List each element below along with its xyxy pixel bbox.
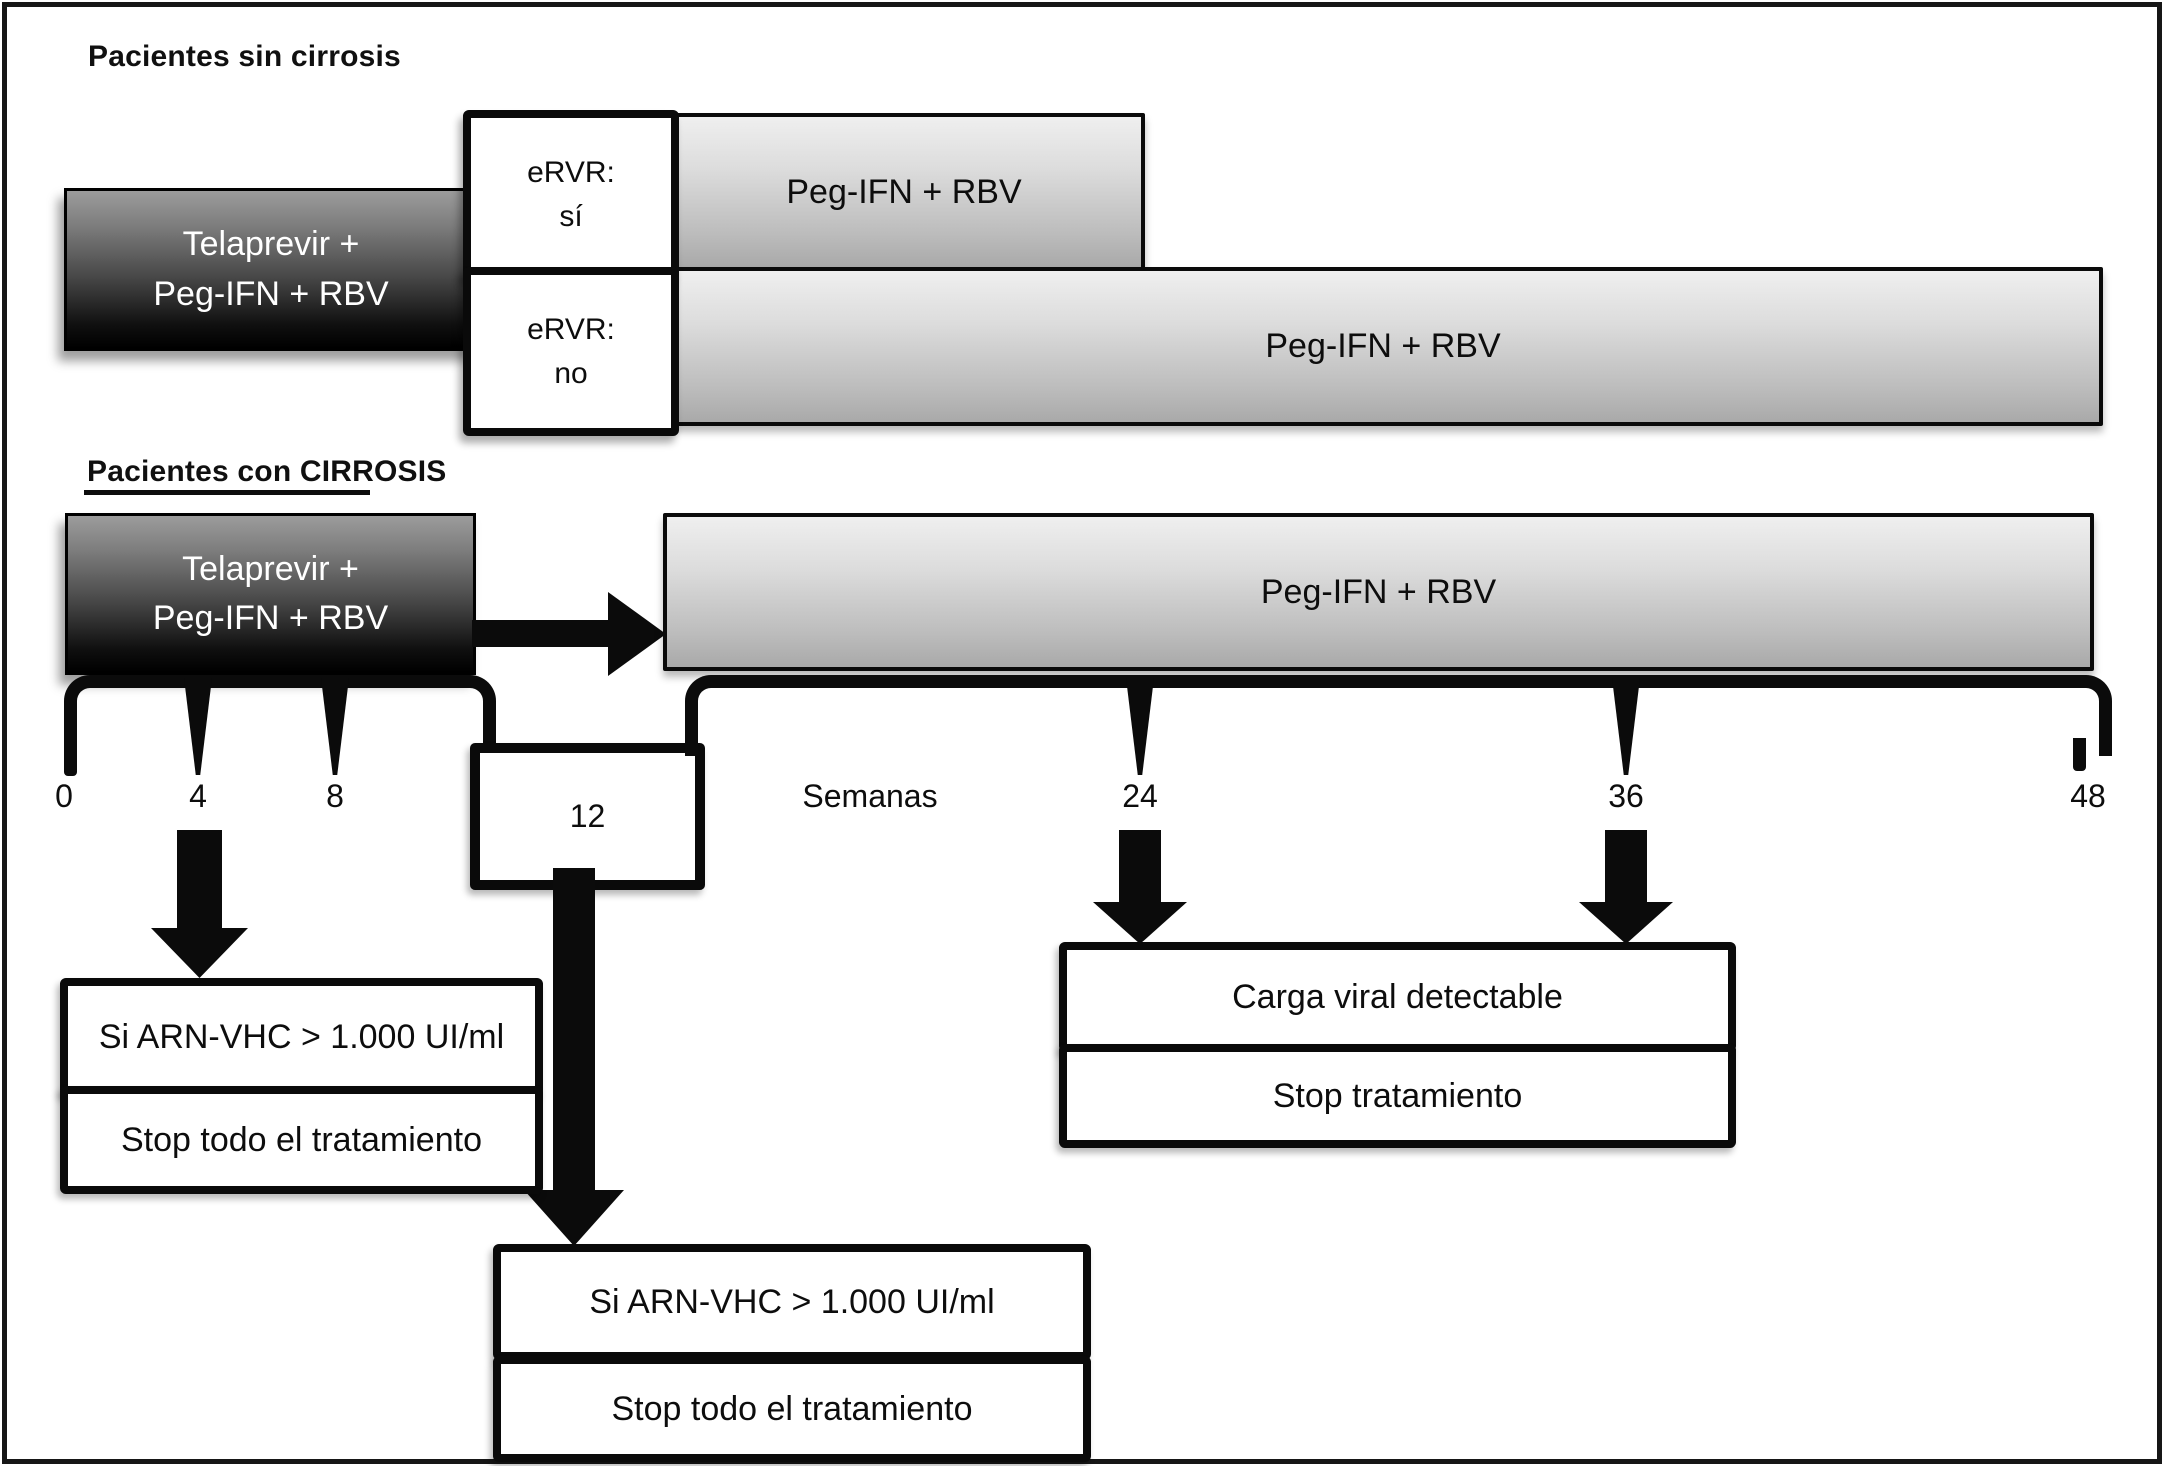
week24-36-condition-box: Carga viral detectable bbox=[1059, 942, 1736, 1052]
peg-ifn-bar-ervr-no: Peg-IFN + RBV bbox=[663, 267, 2103, 426]
week36-arrow-shaft bbox=[1605, 830, 1647, 904]
tick-label-36: 36 bbox=[1608, 778, 1644, 814]
section-title-cirrhosis-underline bbox=[84, 490, 370, 495]
week24-36-action-box: Stop tratamiento bbox=[1059, 1044, 1736, 1148]
peg-ifn-bar-ervr-yes-label: Peg-IFN + RBV bbox=[786, 172, 1022, 211]
tick-label-4: 4 bbox=[189, 778, 207, 814]
tick-label-8: 8 bbox=[326, 778, 344, 814]
ervr-yes-line2: sí bbox=[559, 199, 583, 233]
tick-label-48: 48 bbox=[2070, 778, 2106, 814]
timeline-brace-right bbox=[685, 675, 2112, 756]
timeline-tick-0-drop bbox=[64, 740, 77, 776]
tick-label-0: 0 bbox=[55, 778, 73, 814]
week24-36-condition-text: Carga viral detectable bbox=[1232, 977, 1563, 1016]
week4-action-box: Stop todo el tratamiento bbox=[60, 1086, 543, 1194]
telaprevir-box-line1: Telaprevir + bbox=[182, 225, 360, 264]
week12-condition-box: Si ARN-VHC > 1.000 UI/ml bbox=[493, 1244, 1091, 1360]
week12-action-box: Stop todo el tratamiento bbox=[493, 1356, 1091, 1462]
telaprevir-box-cirrhosis: Telaprevir + Peg-IFN + RBV bbox=[65, 513, 476, 675]
ervr-yes-box: eRVR: sí bbox=[463, 110, 679, 279]
telaprevir-box-line2: Peg-IFN + RBV bbox=[153, 274, 389, 313]
section-title-cirrhosis: Pacientes con CIRROSIS bbox=[87, 455, 447, 488]
week24-arrow-shaft bbox=[1119, 830, 1161, 904]
ervr-yes-line1: eRVR: bbox=[527, 156, 615, 189]
week4-arrow-shaft bbox=[177, 830, 222, 930]
week4-condition-text: Si ARN-VHC > 1.000 UI/ml bbox=[98, 1017, 505, 1056]
week-12-label: 12 bbox=[569, 798, 606, 834]
ervr-no-line2: no bbox=[554, 356, 588, 390]
peg-ifn-bar-cirrhosis: Peg-IFN + RBV bbox=[663, 513, 2094, 671]
week4-condition-box: Si ARN-VHC > 1.000 UI/ml bbox=[60, 978, 543, 1096]
peg-ifn-bar-ervr-no-label: Peg-IFN + RBV bbox=[1265, 327, 1501, 365]
ervr-no-box: eRVR: no bbox=[463, 267, 679, 436]
ervr-no-line1: eRVR: bbox=[527, 313, 615, 346]
telaprevir-box-cirrhosis-line1: Telaprevir + bbox=[182, 549, 359, 588]
telaprevir-box-cirrhosis-line2: Peg-IFN + RBV bbox=[152, 599, 389, 637]
week4-action-text: Stop todo el tratamiento bbox=[120, 1120, 482, 1159]
timeline-tick-48-drop bbox=[2073, 738, 2086, 771]
week-12-box: 12 bbox=[470, 743, 705, 890]
week12-arrow-shaft bbox=[553, 868, 595, 1192]
tick-label-24: 24 bbox=[1122, 778, 1158, 814]
week12-condition-text: Si ARN-VHC > 1.000 UI/ml bbox=[589, 1282, 995, 1321]
axis-label-semanas: Semanas bbox=[802, 778, 938, 814]
peg-ifn-bar-cirrhosis-label: Peg-IFN + RBV bbox=[1260, 572, 1497, 611]
peg-ifn-bar-ervr-yes: Peg-IFN + RBV bbox=[663, 113, 1145, 271]
week12-action-text: Stop todo el tratamiento bbox=[611, 1389, 973, 1428]
telaprevir-box-no-cirrhosis: Telaprevir + Peg-IFN + RBV bbox=[64, 188, 478, 351]
right-arrow-shaft bbox=[472, 620, 612, 647]
timeline-brace-left bbox=[64, 675, 496, 756]
week24-36-action-text: Stop tratamiento bbox=[1272, 1076, 1523, 1115]
section-title-no-cirrhosis: Pacientes sin cirrosis bbox=[88, 40, 401, 73]
